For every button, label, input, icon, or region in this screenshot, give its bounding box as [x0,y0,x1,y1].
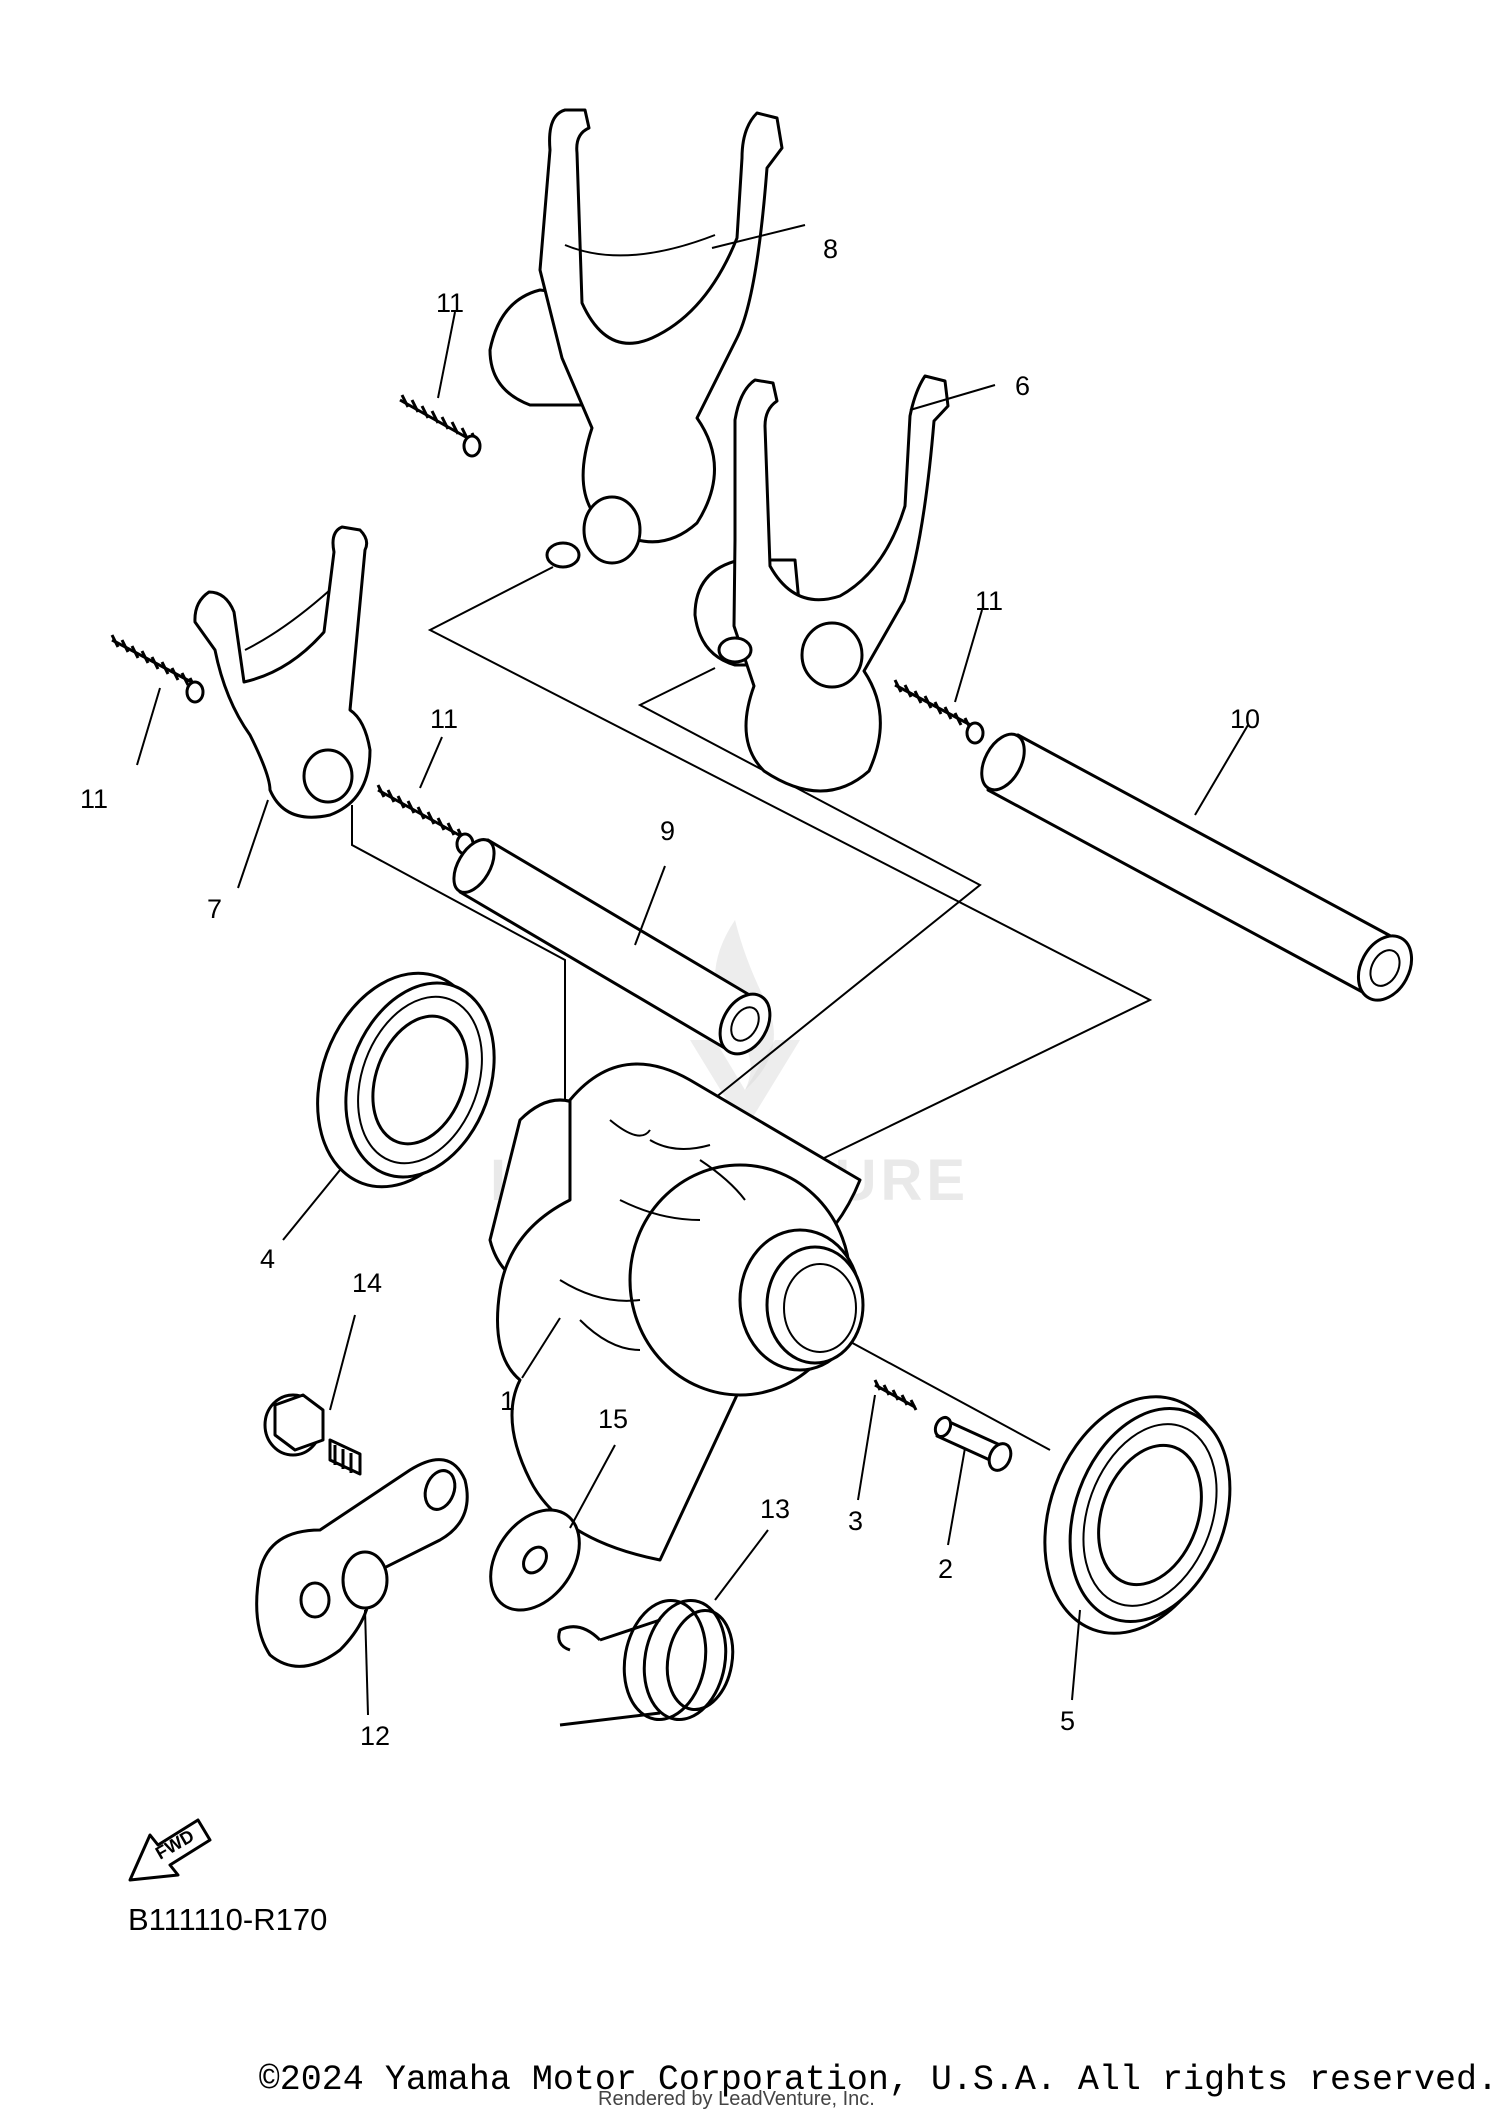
shift-fork-7 [193,525,372,819]
callout-8: 8 [823,234,838,264]
spring-11-left [110,634,205,704]
callout-12: 12 [360,1721,390,1751]
callout-13: 13 [760,1494,790,1524]
shift-fork-6 [693,374,950,793]
callout-11-right: 11 [975,586,1003,616]
callout-1: 1 [500,1386,515,1416]
callout-7: 7 [207,894,222,924]
shift-fork-8 [488,108,784,569]
spring-3 [873,1379,918,1411]
pin-2 [933,1415,1013,1472]
shift-fork-shaft-10 [980,732,1414,1002]
callout-15: 15 [598,1404,628,1434]
bolt-14 [263,1393,362,1476]
callout-3: 3 [848,1506,863,1536]
callout-numbers: 8 6 11 11 11 11 7 10 9 4 1 14 15 13 3 2 … [80,234,1260,1751]
bearing-5 [1043,1395,1232,1635]
callout-11-upper: 11 [436,288,464,318]
spring-11-upper [399,394,482,458]
callout-4: 4 [260,1244,275,1274]
callout-10: 10 [1230,704,1260,734]
callout-5: 5 [1060,1706,1075,1736]
diagram-reference-code: B111110-R170 [128,1902,328,1937]
callout-2: 2 [938,1554,953,1584]
callout-9: 9 [660,816,675,846]
callout-14: 14 [352,1268,382,1298]
torsion-spring-13 [557,1599,735,1727]
washer-15 [489,1508,581,1612]
spring-11-middle [376,784,475,856]
assembly-guide-lines [351,566,1153,1451]
leader-lines [136,224,1249,1716]
copyright-notice: ©2024 Yamaha Motor Corporation, U.S.A. A… [258,2060,1498,2100]
fwd-arrow-icon: FWD [128,1818,212,1882]
spring-11-right [893,679,985,745]
callout-11-left: 11 [80,784,108,814]
callout-6: 6 [1015,371,1030,401]
rendered-by-note: Rendered by LeadVenture, Inc. [598,2088,875,2110]
shift-fork-shaft-9 [452,838,772,1056]
shift-drum-1 [488,1062,865,1562]
callout-11-middle: 11 [430,704,458,734]
bearing-4 [316,971,496,1189]
lever-12 [255,1458,469,1668]
